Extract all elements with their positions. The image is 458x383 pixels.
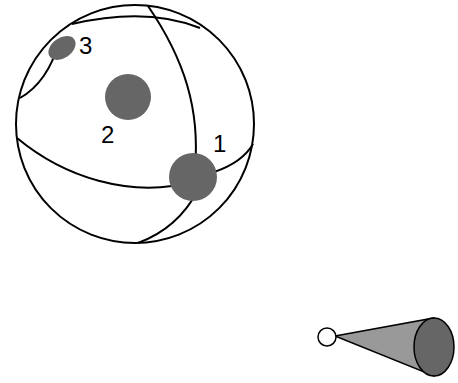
callout-number: 1 (213, 132, 226, 156)
ball-outline (16, 5, 254, 243)
light-cone (318, 318, 454, 376)
spot-3 (44, 31, 80, 65)
ball-seams (17, 6, 253, 243)
spot-1 (169, 153, 217, 201)
callout-number: 2 (101, 123, 114, 147)
spot-2 (105, 74, 151, 120)
callout-number: 3 (79, 34, 92, 58)
